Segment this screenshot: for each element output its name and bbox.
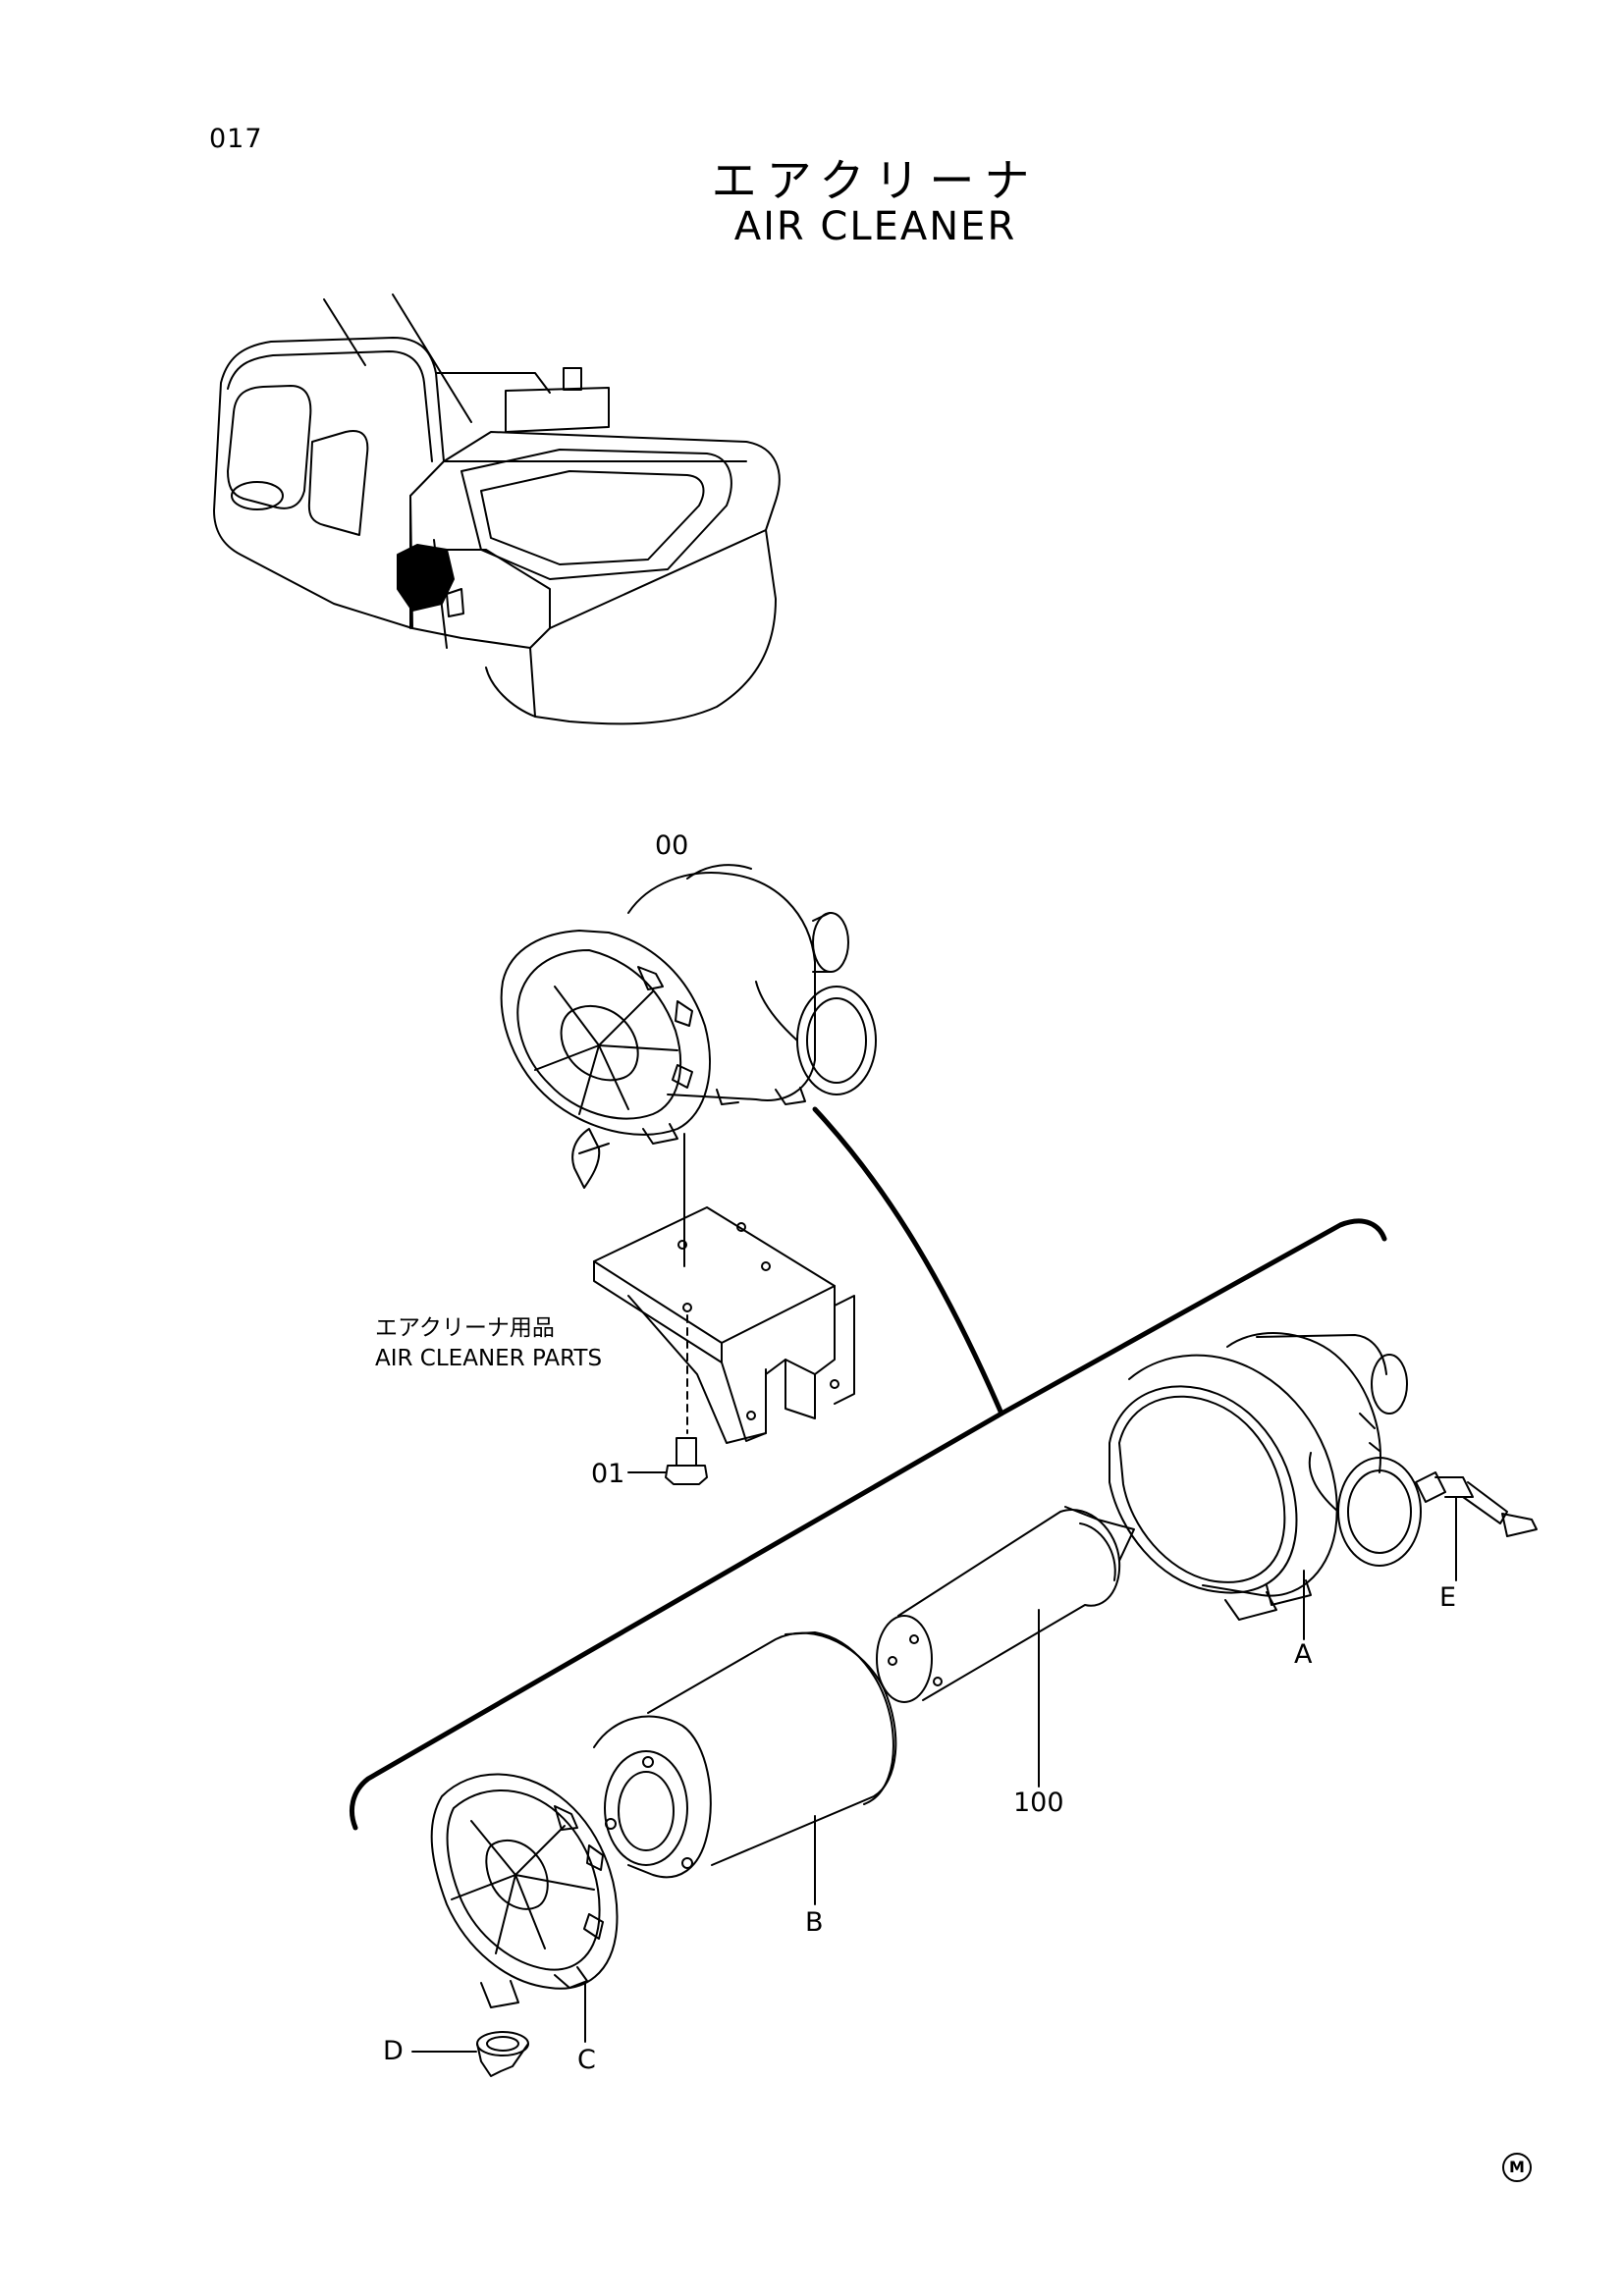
parts-group-label-en: AIR CLEANER PARTS	[375, 1346, 603, 1371]
page-number: 017	[209, 124, 263, 154]
callout-100: 100	[1013, 1788, 1064, 1818]
callout-01: 01	[591, 1459, 625, 1489]
exploded-view-outline	[350, 1106, 1387, 1831]
callout-e: E	[1439, 1582, 1457, 1613]
mounting-bolt	[627, 1133, 708, 1485]
callout-c: C	[577, 2045, 596, 2075]
cover-part	[430, 1773, 619, 2043]
callout-00: 00	[655, 830, 689, 861]
callout-d: D	[383, 2036, 404, 2066]
air-cleaner-assembly	[500, 864, 877, 1189]
inner-element-part	[876, 1506, 1135, 1788]
machine-overview	[213, 294, 781, 725]
parts-group-label-jp: エアクリーナ用品	[375, 1315, 555, 1341]
callout-a: A	[1294, 1639, 1313, 1670]
mounting-bracket	[593, 1206, 855, 1444]
housing-part	[1109, 1332, 1422, 1640]
callout-b: B	[805, 1907, 824, 1938]
model-mark: M	[1502, 2153, 1532, 2182]
parts-group-label: エアクリーナ用品 AIR CLEANER PARTS	[375, 1313, 602, 1374]
valve-part	[411, 2031, 529, 2077]
page-title: AIR CLEANER	[733, 204, 1017, 249]
indicator-part	[1415, 1471, 1538, 1581]
page-title-jp: エアクリーナ	[711, 154, 1040, 207]
outer-element-part	[593, 1631, 897, 1905]
